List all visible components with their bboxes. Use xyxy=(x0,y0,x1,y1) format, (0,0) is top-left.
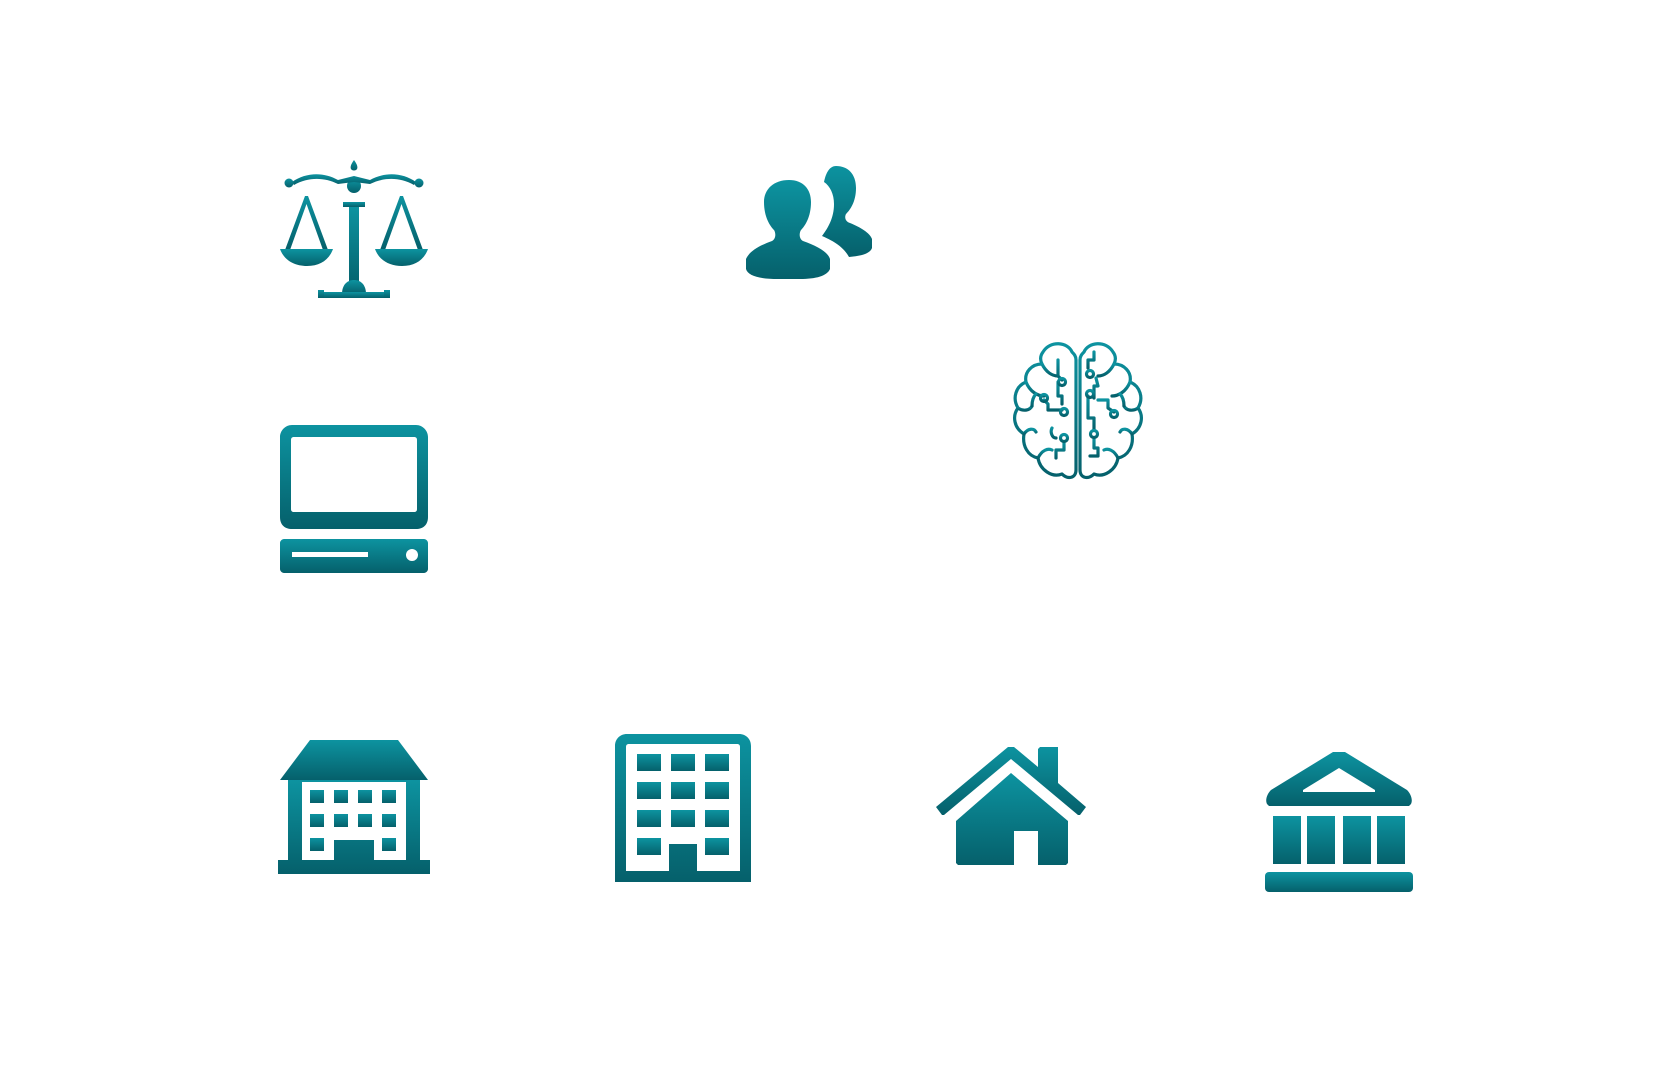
bank-icon xyxy=(1263,750,1415,892)
circuit-brain-icon xyxy=(1002,338,1154,493)
school-building-icon xyxy=(278,738,430,876)
house-icon xyxy=(934,745,1090,867)
office-building-icon xyxy=(613,732,753,882)
users-group-icon xyxy=(736,162,888,314)
desktop-computer-icon xyxy=(278,423,430,575)
scales-of-justice-icon xyxy=(278,158,430,310)
